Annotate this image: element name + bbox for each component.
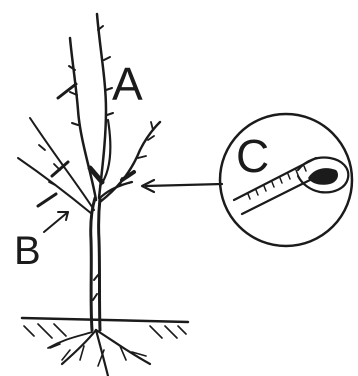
ground-and-roots: [22, 318, 188, 376]
label-b: B: [14, 229, 41, 273]
label-a: A: [112, 58, 143, 110]
leader-shoots: [58, 14, 113, 200]
tree-trunk: [91, 198, 100, 330]
left-laterals: [18, 118, 94, 214]
label-c: C: [236, 130, 269, 182]
label-arrows: [44, 180, 222, 232]
